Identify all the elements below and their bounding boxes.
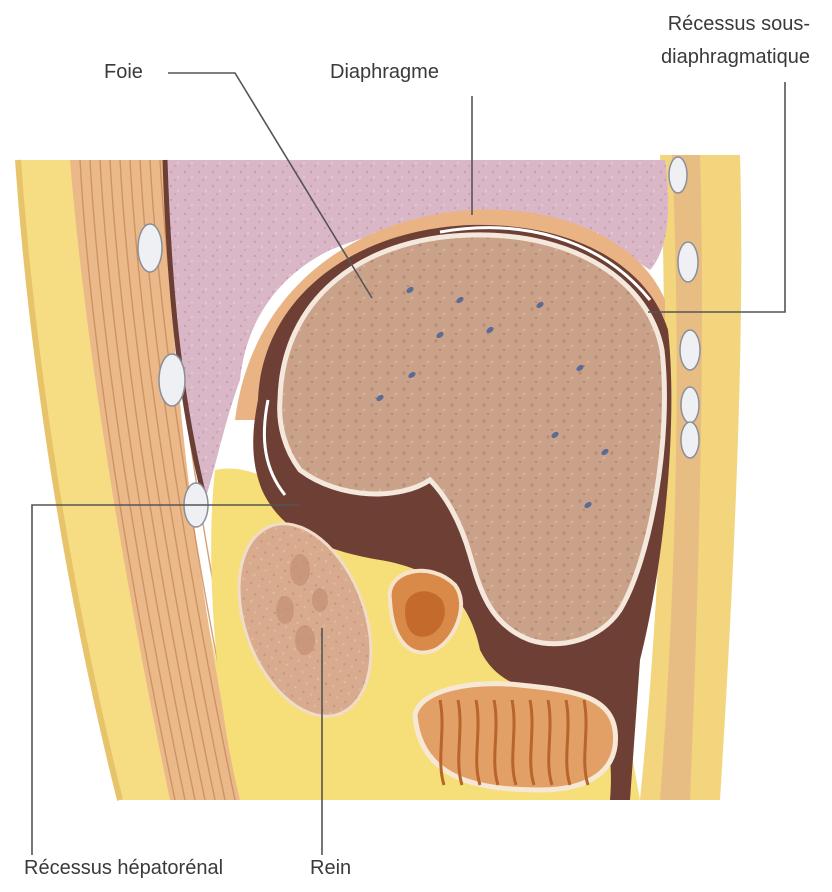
rib-cross-section-icon [669,157,687,193]
label-recessus-hepatorenal: Récessus hépatorénal [24,858,223,878]
rib-cross-section-icon [138,224,162,272]
rib-cross-section-icon [159,354,185,406]
label-diaphragme: Diaphragme [330,62,439,82]
label-recessus-sous-diaphragmatique-line2: diaphragmatique [661,47,810,67]
label-rein: Rein [310,858,351,878]
rib-cross-section-icon [681,387,699,423]
rib-cross-section-icon [681,422,699,458]
label-foie: Foie [104,62,143,82]
rib-cross-section-icon [680,330,700,370]
rib-cross-section-icon [678,242,698,282]
label-recessus-sous-diaphragmatique-line1: Récessus sous- [668,14,810,34]
